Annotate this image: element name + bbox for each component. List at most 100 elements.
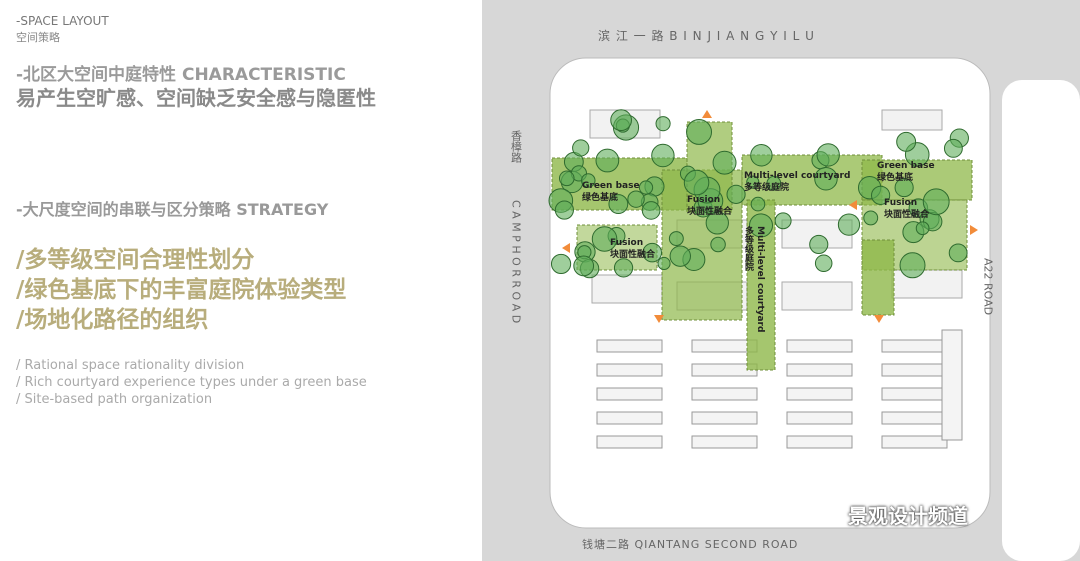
label-fusion-1-cn: 块面性融合 — [610, 248, 656, 260]
tree-icon — [748, 213, 774, 238]
tree-icon — [766, 175, 782, 191]
tree-icon — [915, 221, 930, 236]
arrow-icon — [562, 243, 570, 253]
road-west-cn: 香樟路 — [510, 130, 523, 164]
arrow-icon — [654, 315, 664, 323]
road-north-label: 滨 江 一 路 B I N J I A N G Y I L U — [598, 28, 815, 43]
label-multi-cn: 多等级庭院 — [744, 181, 789, 193]
characteristic-title: -北区大空间中庭特性 CHARACTERISTIC — [16, 65, 346, 85]
tree-icon — [863, 210, 879, 226]
tree-icon — [668, 231, 684, 247]
strategy-en-2: / Rich courtyard experience types under … — [16, 375, 367, 390]
building — [591, 274, 663, 304]
tree-icon — [608, 194, 629, 214]
townhouse — [691, 435, 758, 449]
townhouse — [881, 387, 948, 401]
label-multi-en: Multi-level courtyard — [744, 171, 850, 181]
townhouse — [786, 411, 853, 425]
arrow-icon — [874, 315, 884, 323]
trees — [548, 109, 969, 279]
strategy-title: -大尺度空间的串联与区分策略 STRATEGY — [16, 200, 329, 219]
tree-icon — [683, 169, 710, 196]
townhouse — [786, 363, 853, 377]
tree-icon — [572, 139, 590, 157]
tree-icon — [558, 170, 575, 187]
east-block — [1002, 80, 1080, 561]
townhouse — [881, 339, 948, 353]
tree-icon — [554, 200, 574, 220]
building — [881, 109, 943, 131]
strategy-point-2: /绿色基底下的丰富庭院体验类型 — [16, 277, 347, 303]
label-green-base-cn: 绿色基底 — [582, 191, 618, 203]
label-fusion-3-cn: 块面性融合 — [884, 208, 930, 220]
townhouse — [691, 411, 758, 425]
label-green-base-2-cn: 绿色基底 — [877, 171, 913, 183]
label-fusion-1-en: Fusion — [610, 238, 643, 248]
watermark: 景观设计频道 — [848, 504, 968, 528]
townhouse — [596, 387, 663, 401]
townhouse — [596, 339, 663, 353]
site-plan: 滨 江 一 路 B I N J I A N G Y I L U 香樟路 C A … — [482, 0, 1080, 561]
tree-icon — [651, 143, 675, 168]
section-label-cn: 空间策略 — [16, 31, 60, 44]
townhouse — [786, 435, 853, 449]
townhouse — [596, 435, 663, 449]
tree-icon — [814, 166, 838, 191]
tree-icon — [573, 255, 595, 277]
strategy-point-1: /多等级空间合理性划分 — [16, 247, 255, 273]
tree-icon — [814, 254, 833, 273]
section-label-en: -SPACE LAYOUT — [16, 14, 109, 28]
tree-icon — [837, 213, 861, 236]
east-building — [941, 329, 963, 441]
townhouse — [881, 435, 948, 449]
tree-icon — [686, 118, 713, 145]
tree-icon — [669, 245, 691, 267]
tree-icon — [746, 175, 760, 189]
building — [781, 281, 853, 311]
tree-icon — [550, 253, 572, 275]
tree-icon — [642, 242, 663, 263]
tree-icon — [922, 188, 950, 216]
townhouse — [786, 339, 853, 353]
tree-icon — [871, 185, 891, 205]
tree-icon — [613, 258, 634, 278]
strategy-en-3: / Site-based path organization — [16, 392, 213, 407]
townhouse — [596, 411, 663, 425]
tree-icon — [710, 236, 726, 253]
arrow-icon — [849, 200, 857, 210]
tree-icon — [627, 190, 645, 208]
label-multi-vertical-en: Multi-level courtyard — [755, 226, 765, 332]
arrows — [562, 110, 978, 323]
label-green-base-en: Green base — [582, 181, 640, 191]
tree-icon — [641, 201, 661, 220]
tree-icon — [726, 184, 746, 204]
townhouse — [691, 387, 758, 401]
tree-icon — [581, 173, 596, 188]
tree-icon — [774, 212, 792, 230]
townhouse — [881, 363, 948, 377]
road-east-label: A22 ROAD — [982, 258, 995, 315]
green-zone — [861, 239, 895, 316]
label-multi-vertical-cn: 多等级庭院 — [743, 225, 755, 272]
tree-icon — [595, 148, 620, 173]
strategy-en-1: / Rational space rationality division — [16, 358, 245, 373]
townhouse — [881, 411, 948, 425]
tree-icon — [816, 143, 840, 167]
tree-icon — [655, 116, 671, 132]
label-fusion-2-en: Fusion — [687, 195, 720, 205]
tree-icon — [591, 226, 618, 252]
characteristic-desc: 易产生空旷感、空间缺乏安全感与隐匿性 — [16, 86, 376, 110]
label-fusion-3-en: Fusion — [884, 198, 917, 208]
road-west-en: C A M P H O R R O A D — [510, 200, 523, 323]
tree-icon — [948, 243, 968, 263]
tree-icon — [809, 234, 829, 255]
strategy-point-3: /场地化路径的组织 — [16, 307, 209, 333]
tree-icon — [712, 150, 737, 175]
tree-icon — [638, 180, 654, 195]
tree-icon — [899, 252, 926, 279]
townhouse — [596, 363, 663, 377]
tree-icon — [657, 256, 671, 271]
tree-icon — [943, 138, 963, 158]
road-south-label: 钱塘二路 QIANTANG SECOND ROAD — [582, 537, 798, 551]
townhouse — [786, 387, 853, 401]
